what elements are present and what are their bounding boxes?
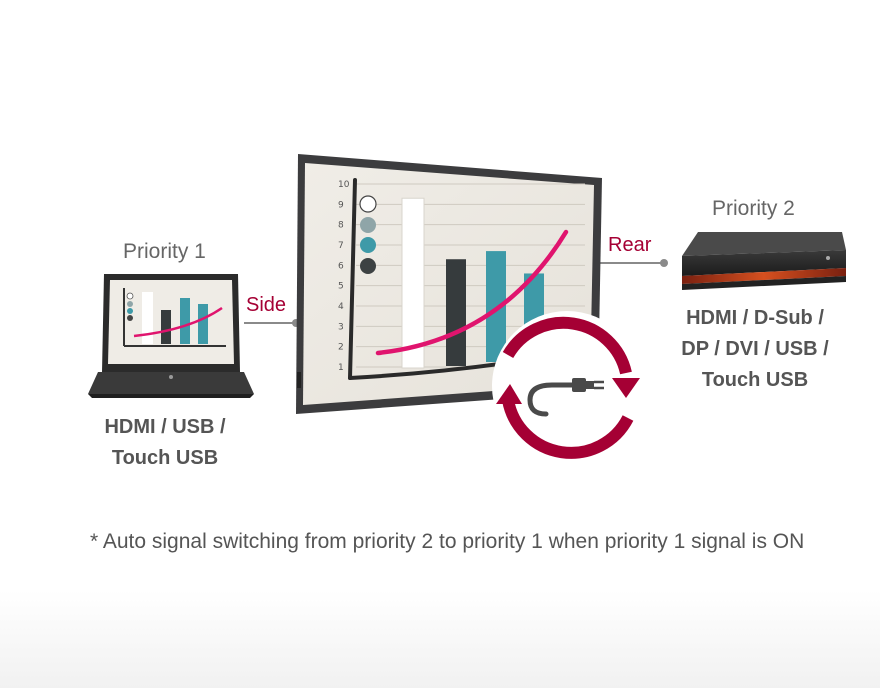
spec-line: HDMI / D-Sub / (686, 307, 824, 329)
chart-tick-label: 10 (338, 180, 350, 190)
spec-line: DP / DVI / USB / (681, 338, 829, 360)
footnote: * Auto signal switching from priority 2 … (90, 530, 805, 553)
priority-1-label: Priority 1 (123, 240, 206, 263)
chart-tick-label: 4 (338, 302, 344, 312)
marker-7 (360, 237, 376, 253)
chart-tick-label: 2 (338, 343, 344, 353)
marker-8 (360, 217, 376, 233)
spec-line: Touch USB (701, 369, 809, 391)
spec-line: Touch USB (111, 447, 219, 469)
priority-1-specs: HDMI / USB / Touch USB (80, 412, 250, 474)
chart-tick-label: 7 (338, 241, 344, 251)
marker-6 (360, 258, 376, 274)
chart-bar (486, 251, 506, 362)
chart-tick-label: 8 (338, 221, 344, 231)
chart-y-ticks: 1 2 3 4 5 6 7 8 9 10 (338, 180, 350, 373)
trend-curve (375, 229, 569, 356)
display-chart: 1 2 3 4 5 6 7 8 9 10 (338, 178, 585, 380)
chart-markers (359, 195, 377, 274)
chart-bar (401, 197, 425, 369)
chart-bar (446, 259, 466, 366)
chart-y-axis (348, 178, 357, 380)
laptop-icon (88, 274, 254, 398)
rear-connector (598, 259, 668, 267)
marker-9 (359, 195, 377, 213)
chart-tick-label: 6 (338, 261, 344, 271)
rear-port-label: Rear (608, 234, 652, 256)
side-connector (244, 319, 300, 327)
spec-line: HDMI / USB / (104, 416, 226, 438)
auto-switch-icon (492, 311, 642, 461)
pc-box-icon (682, 232, 846, 290)
side-port-label: Side (246, 294, 287, 316)
chart-tick-label: 5 (338, 282, 344, 292)
chart-tick-label: 1 (338, 363, 344, 373)
priority-2-specs: HDMI / D-Sub / DP / DVI / USB / Touch US… (660, 303, 850, 396)
priority-2-label: Priority 2 (712, 197, 795, 220)
chart-bars (401, 197, 544, 369)
chart-tick-label: 9 (338, 200, 344, 210)
chart-tick-label: 3 (338, 322, 344, 332)
